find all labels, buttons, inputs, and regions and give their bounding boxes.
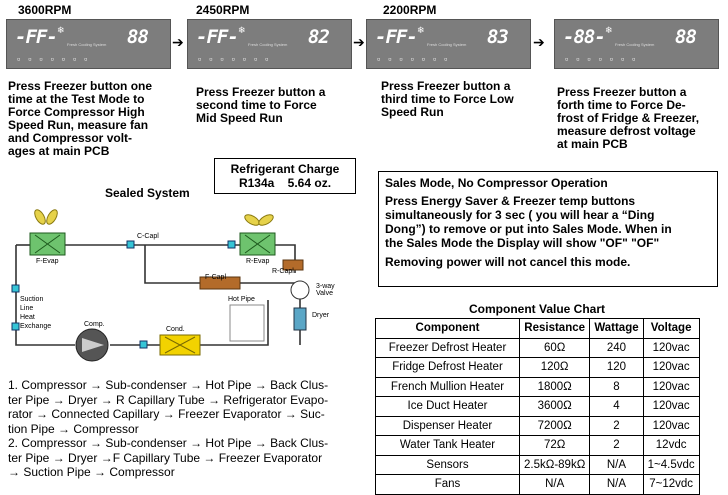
- table-header: Resistance: [518, 318, 591, 339]
- label-comp: Comp.: [84, 321, 105, 328]
- snowflake-icon: ❄: [605, 25, 613, 35]
- snowflake-icon: ❄: [417, 25, 425, 35]
- sealed-system-diagram: [11, 209, 310, 362]
- f-capl-coil: [199, 276, 241, 290]
- three-way-valve: [290, 280, 310, 300]
- table-header-row: Component Resistance Wattage Voltage: [375, 318, 700, 339]
- dryer: [293, 307, 307, 331]
- label-f-evap: F-Evap: [36, 258, 59, 265]
- table-header: Wattage: [589, 318, 644, 339]
- control-icons: ▫▫▫▫▫▫▫: [377, 54, 456, 64]
- display-right-digits: 88: [127, 26, 149, 48]
- fan-icon: [34, 209, 58, 225]
- display-caption: Fresh Cooling System: [67, 42, 107, 47]
- sealed-system-title: Sealed System: [105, 186, 190, 200]
- table-header: Component: [375, 318, 520, 339]
- label-r-evap: R-Evap: [246, 258, 270, 265]
- arrow-right-icon: ➔: [533, 34, 545, 50]
- display-left-digits: -FF-: [196, 26, 239, 48]
- control-icons: ▫▫▫▫▫▫▫: [17, 54, 96, 64]
- display-right-digits: 88: [675, 26, 697, 48]
- display-left-digits: -FF-: [15, 26, 58, 48]
- component-value-table: Component Resistance Wattage Voltage Fre…: [375, 318, 700, 495]
- refrigerant-flow-text: 1. Compressor → Sub-condenser → Hot Pipe…: [8, 378, 329, 479]
- display-left-digits: -88-: [563, 26, 606, 48]
- label-c-capl: C-Capl: [137, 233, 159, 240]
- display-caption: Fresh Cooling System: [248, 42, 288, 47]
- r-capl-coil: [282, 259, 304, 271]
- label-3-way-valve: 3-way Valve: [316, 283, 335, 297]
- refrigerant-title: Refrigerant Charge: [230, 162, 340, 176]
- refrigerant-value: R134a 5.64 oz.: [238, 176, 332, 190]
- display-right-digits: 82: [308, 26, 330, 48]
- refrigerant-charge-box: Refrigerant Charge R134a 5.64 oz.: [214, 158, 356, 194]
- hot-pipe: [229, 304, 265, 342]
- sales-mode-box: Sales Mode, No Compressor Operation Pres…: [378, 171, 718, 287]
- label-dryer: Dryer: [312, 312, 330, 319]
- rpm-label-2: 2450RPM: [196, 3, 250, 17]
- snowflake-icon: ❄: [238, 25, 246, 35]
- display-panel-2: -FF- ❄ Fresh Cooling System 82 ▫▫▫▫▫▫▫: [187, 19, 352, 69]
- display-panel-1: -FF- ❄ Fresh Cooling System 88 ▫▫▫▫▫▫▫: [6, 19, 171, 69]
- display-caption: Fresh Cooling System: [427, 42, 467, 47]
- sales-mode-title: Sales Mode, No Compressor Operation: [385, 176, 608, 190]
- component-chart-title: Component Value Chart: [469, 302, 606, 316]
- display-panel-3: -FF- ❄ Fresh Cooling System 83 ▫▫▫▫▫▫▫: [366, 19, 531, 69]
- sales-mode-body: Press Energy Saver & Freezer temp button…: [385, 194, 672, 250]
- arrow-right-icon: ➔: [172, 34, 184, 50]
- fan-icon: [244, 214, 274, 226]
- display-left-digits: -FF-: [375, 26, 418, 48]
- control-icons: ▫▫▫▫▫▫▫: [198, 54, 277, 64]
- rpm-label-1: 3600RPM: [18, 3, 72, 17]
- display-caption: Fresh Cooling System: [615, 42, 655, 47]
- table-header: Voltage: [642, 318, 700, 339]
- label-f-capl: F-Capl: [205, 274, 227, 281]
- label-hot-pipe: Hot Pipe: [228, 296, 255, 303]
- snowflake-icon: ❄: [57, 25, 65, 35]
- label-r-capl: R-Capl: [272, 268, 294, 275]
- control-icons: ▫▫▫▫▫▫▫: [565, 54, 644, 64]
- label-cond: Cond.: [166, 326, 185, 333]
- rpm-label-3: 2200RPM: [383, 3, 437, 17]
- sales-mode-note: Removing power will not cancel this mode…: [385, 255, 631, 269]
- display-panel-4: -88- ❄ Fresh Cooling System 88 ▫▫▫▫▫▫▫: [554, 19, 719, 69]
- arrow-right-icon: ➔: [353, 34, 365, 50]
- display-right-digits: 83: [487, 26, 509, 48]
